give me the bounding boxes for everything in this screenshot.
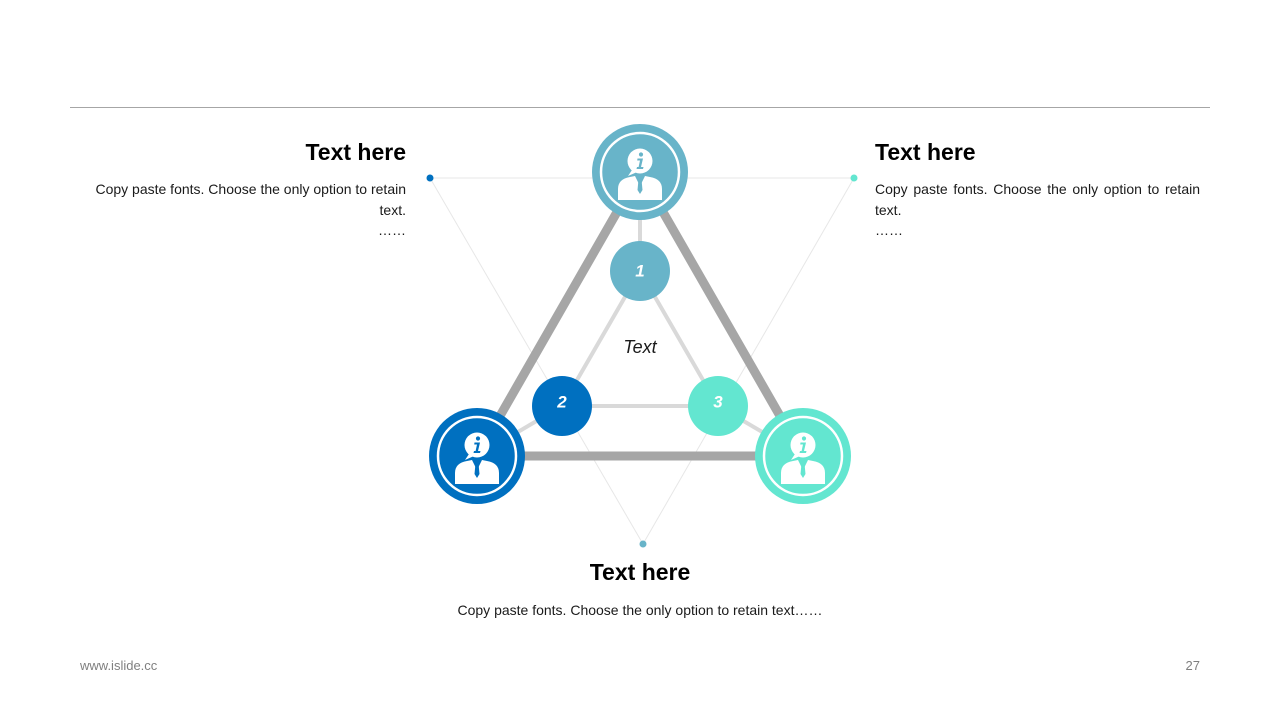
block-left-ellipsis: …… [378, 222, 406, 238]
node-2-number: 2 [556, 392, 567, 411]
icon-node-left [429, 408, 525, 504]
block-left-title: Text here [305, 139, 406, 165]
text-block-right: Text here Copy paste fonts. Choose the o… [875, 138, 1200, 239]
bottom-anchor-dot [639, 540, 647, 548]
node-3-number: 3 [713, 392, 723, 411]
block-right-title: Text here [875, 139, 976, 165]
text-block-left: Text here Copy paste fonts. Choose the o… [70, 138, 406, 239]
right-anchor-dot [850, 174, 858, 182]
footer-url: www.islide.cc [80, 658, 158, 673]
center-label: Text [623, 337, 657, 357]
block-right-body: Copy paste fonts. Choose the only option… [875, 181, 1200, 218]
block-left-body: Copy paste fonts. Choose the only option… [95, 181, 406, 218]
top-divider [70, 107, 1210, 108]
block-right-ellipsis: …… [875, 222, 903, 238]
icon-node-top [592, 124, 688, 220]
text-block-bottom: Text here Copy paste fonts. Choose the o… [380, 558, 900, 621]
inner-triangle [558, 267, 722, 408]
node-3: 3 [688, 376, 748, 436]
outer-triangle [472, 167, 808, 461]
icon-node-right [755, 408, 851, 504]
page-number: 27 [1185, 658, 1200, 673]
left-anchor-dot [426, 174, 434, 182]
node-1: 1 [610, 241, 670, 301]
block-bottom-body: Copy paste fonts. Choose the only option… [457, 602, 823, 618]
node-1-number: 1 [635, 261, 644, 280]
block-bottom-title: Text here [589, 559, 691, 585]
node-2: 2 [532, 376, 592, 436]
